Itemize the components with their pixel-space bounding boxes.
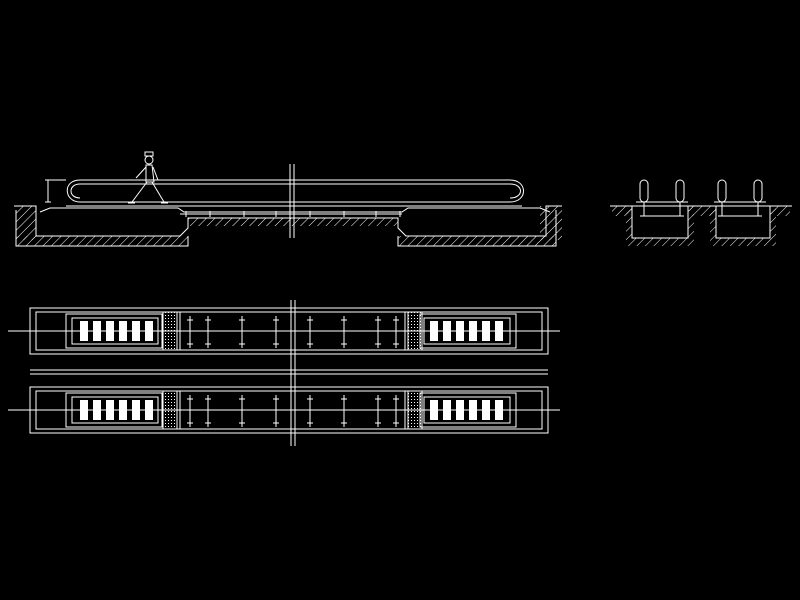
ground-hatch-right (540, 206, 562, 240)
section-unit-left (636, 179, 688, 217)
pit-mid-hatch (188, 218, 398, 226)
ground-hatch-left (16, 206, 36, 240)
plan-support-post (375, 395, 381, 427)
side-elevation-view (14, 151, 562, 247)
plan-support-post (239, 395, 245, 427)
plan-landing-right (419, 392, 517, 428)
plan-support-post (205, 395, 211, 427)
plan-support-post (205, 316, 211, 348)
plan-comb-plate-left (162, 390, 178, 430)
height-dimension (45, 179, 66, 203)
pit-outline-lower-right (397, 210, 557, 247)
plan-view-lower (8, 386, 560, 434)
walking-person-icon (128, 151, 168, 204)
truss-outline (39, 207, 551, 213)
plan-support-post (393, 395, 399, 427)
plan-outer-frame (29, 307, 549, 355)
pit-floor-hatch-left (16, 236, 188, 246)
pit-outline-lower (15, 210, 189, 247)
pit-outline (14, 205, 562, 237)
cross-section-view (610, 179, 792, 246)
section-pit-right (715, 205, 771, 239)
plan-support-post (239, 316, 245, 348)
section-unit-right (714, 179, 766, 217)
plan-comb-plate-right (407, 311, 423, 351)
pit-floor-hatch-right (398, 236, 556, 246)
plan-landing-left (65, 392, 163, 428)
section-ground-hatch (612, 206, 790, 216)
plan-support-post (273, 395, 279, 427)
plan-landing-right (419, 313, 517, 349)
plan-landing-left (65, 313, 163, 349)
plan-support-post (187, 316, 193, 348)
plan-inner-frame (35, 311, 543, 351)
plan-comb-plate-left (162, 311, 178, 351)
plan-view-upper (8, 307, 560, 355)
plan-support-post (273, 316, 279, 348)
plan-comb-plate-right (407, 390, 423, 430)
handrail-inner (70, 183, 521, 199)
handrail (66, 179, 524, 203)
plan-support-post (187, 395, 193, 427)
section-pit-left (631, 205, 689, 239)
plan-support-post (341, 395, 347, 427)
plan-support-post (341, 316, 347, 348)
plan-support-post (375, 316, 381, 348)
plan-support-post (307, 395, 313, 427)
support-markers (180, 211, 402, 217)
plan-inner-frame (35, 390, 543, 430)
plan-support-post (307, 316, 313, 348)
plan-support-post (393, 316, 399, 348)
plan-outer-frame (29, 386, 549, 434)
